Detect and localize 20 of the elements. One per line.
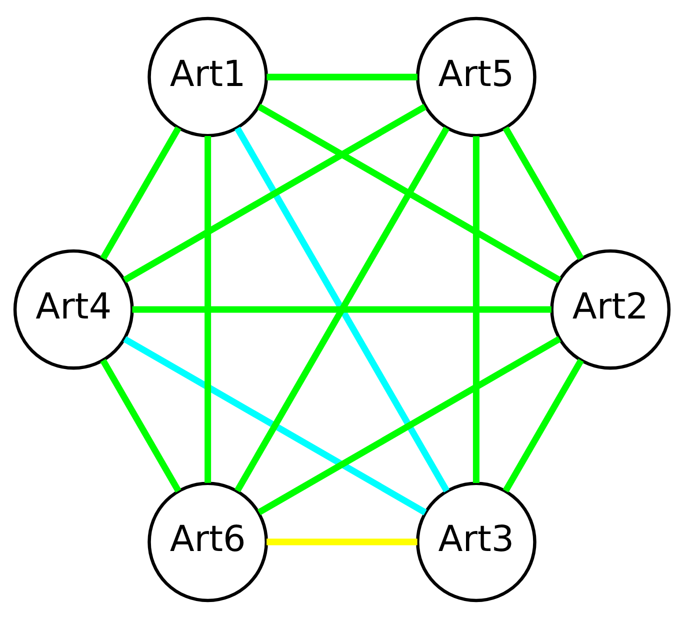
- node-circle: Art4: [13, 249, 134, 370]
- node-circle: Art6: [148, 482, 268, 602]
- connector: [472, 136, 480, 484]
- connector: [257, 104, 562, 283]
- connector: [100, 358, 182, 493]
- connector: [122, 104, 427, 283]
- node-circle: Art5: [416, 16, 536, 138]
- node-circle: Art3: [416, 482, 536, 602]
- connector: [502, 126, 584, 260]
- connector: [100, 126, 182, 260]
- connector: [257, 336, 562, 516]
- connector: [132, 306, 552, 313]
- connector: [234, 126, 450, 492]
- connector: [266, 74, 418, 80]
- connector: [266, 538, 418, 546]
- connector: [204, 136, 212, 483]
- node-circle: Art2: [550, 249, 671, 370]
- connector: [123, 336, 427, 516]
- node-circle: Art1: [148, 16, 268, 138]
- connector: [502, 358, 584, 493]
